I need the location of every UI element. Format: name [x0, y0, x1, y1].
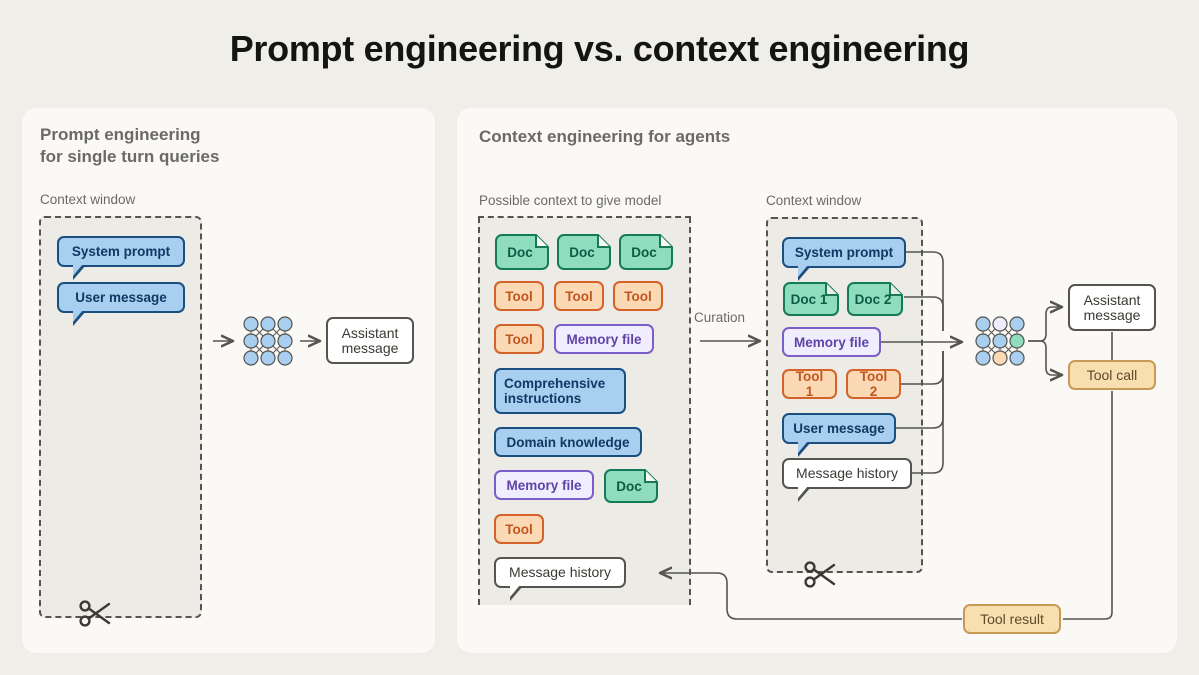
card-label: Memory file — [793, 334, 870, 350]
curation-label: Curation — [694, 310, 746, 325]
card-label: Tool — [505, 521, 533, 537]
card-label: Doc — [507, 244, 533, 260]
possible-doc-card-3[interactable]: Doc — [618, 233, 674, 271]
ctx-message-history-bubble[interactable]: Message history — [782, 458, 912, 502]
left-panel-title: Prompt engineering for single turn queri… — [40, 125, 220, 166]
card-label: Assistant message — [341, 324, 399, 356]
card-label: Doc 1 — [790, 291, 828, 307]
possible-doc-card-2[interactable]: Doc — [556, 233, 612, 271]
ctx-user-message-card[interactable]: User message — [782, 413, 896, 457]
ctx-tool-2-card[interactable]: Tool 2 — [846, 369, 901, 399]
card-label: Message history — [509, 564, 611, 580]
card-label: User message — [793, 421, 885, 436]
left-assistant-message-box[interactable]: Assistant message — [326, 317, 414, 364]
card-label: Domain knowledge — [506, 434, 630, 450]
card-label: Tool — [624, 288, 652, 304]
ctx-doc-1-card[interactable]: Doc 1 — [782, 281, 840, 317]
card-label: Memory file — [506, 477, 582, 493]
card-label: Memory file — [566, 331, 642, 347]
right-panel-title: Context engineering for agents — [479, 127, 731, 146]
possible-message-history-bubble[interactable]: Message history — [494, 557, 626, 601]
scissors-icon — [803, 557, 839, 596]
card-label: Tool — [505, 331, 533, 347]
possible-doc-card-1[interactable]: Doc — [494, 233, 550, 271]
card-label: Tool result — [980, 610, 1044, 627]
possible-context-region-top — [478, 216, 691, 218]
ctx-doc-2-card[interactable]: Doc 2 — [846, 281, 904, 317]
left-user-message-card[interactable]: User message — [57, 282, 185, 326]
neural-network-icon — [972, 313, 1028, 374]
possible-tool-card-3[interactable]: Tool — [613, 281, 663, 311]
left-system-prompt-card[interactable]: System prompt — [57, 236, 185, 280]
card-label: Tool 2 — [859, 369, 888, 399]
ctx-system-prompt-card[interactable]: System prompt — [782, 237, 906, 281]
possible-context-label: Possible context to give model — [479, 193, 662, 208]
left-context-window-label: Context window — [40, 192, 136, 207]
page-title: Prompt engineering vs. context engineeri… — [229, 28, 970, 69]
tool-result-box[interactable]: Tool result — [963, 604, 1061, 634]
neural-network-icon — [240, 313, 296, 374]
card-label: Assistant message — [1083, 291, 1141, 323]
card-label: System prompt — [794, 245, 894, 260]
ctx-memory-file-card[interactable]: Memory file — [782, 327, 881, 357]
possible-comprehensive-instructions-card[interactable]: Comprehensive instructions — [494, 368, 626, 414]
possible-tool-card-1[interactable]: Tool — [494, 281, 544, 311]
possible-tool-card-2[interactable]: Tool — [554, 281, 604, 311]
tool-call-box[interactable]: Tool call — [1068, 360, 1156, 390]
card-label: Comprehensive instructions — [504, 376, 606, 406]
card-label: Message history — [796, 465, 898, 481]
left-context-window-region — [39, 216, 202, 618]
card-label: Doc — [631, 244, 657, 260]
card-label: Tool call — [1086, 366, 1138, 383]
possible-tool-card-4[interactable]: Tool — [494, 324, 544, 354]
card-label: Doc — [616, 478, 642, 494]
possible-memory-file-card-1[interactable]: Memory file — [554, 324, 654, 354]
card-label: User message — [75, 290, 167, 305]
possible-doc-card-4[interactable]: Doc — [603, 468, 659, 504]
card-label: System prompt — [71, 244, 171, 259]
possible-domain-knowledge-card[interactable]: Domain knowledge — [494, 427, 642, 457]
card-label: Tool — [505, 288, 533, 304]
card-label: Tool 1 — [795, 369, 824, 399]
possible-tool-card-5[interactable]: Tool — [494, 514, 544, 544]
assistant-message-box[interactable]: Assistant message — [1068, 284, 1156, 331]
ctx-tool-1-card[interactable]: Tool 1 — [782, 369, 837, 399]
possible-memory-file-card-2[interactable]: Memory file — [494, 470, 594, 500]
right-context-window-label: Context window — [766, 193, 862, 208]
scissors-icon — [78, 596, 114, 635]
card-label: Doc — [569, 244, 595, 260]
card-label: Doc 2 — [854, 291, 892, 307]
card-label: Tool — [565, 288, 593, 304]
